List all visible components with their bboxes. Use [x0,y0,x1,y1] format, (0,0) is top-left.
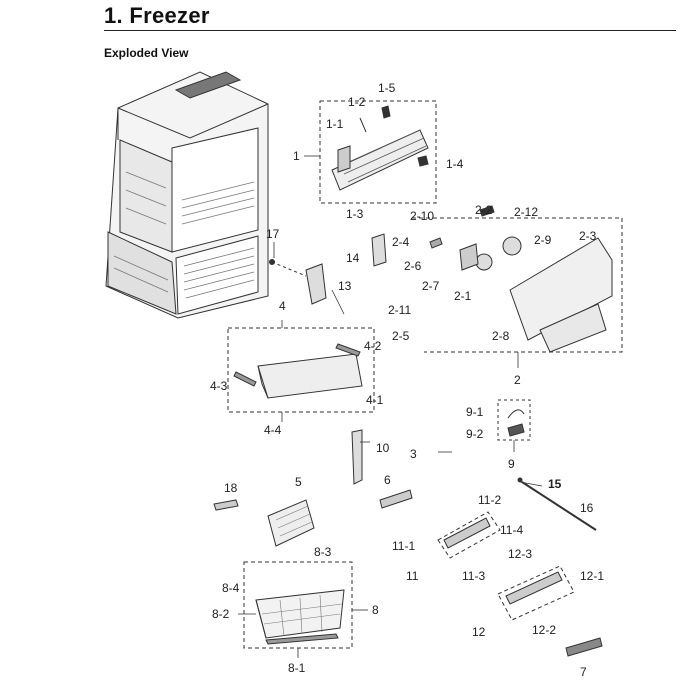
part-label: 2-11 [388,303,411,317]
part-label: 2-12 [514,205,538,219]
part-label: 5 [295,475,302,489]
part-label: 9-1 [466,405,484,419]
part-label: 8-3 [314,545,332,559]
part-label: 2-7 [422,279,440,293]
part-label: 16 [580,501,594,515]
part-label: 14 [346,251,360,265]
part-label: 8 [372,603,379,617]
part-label: 11-2 [478,493,501,507]
part-labels: 1 1-1 1-2 1-3 1-4 1-5 2 2-1 2-2 2-3 2-4 … [210,81,604,679]
part-label: 15 [548,477,562,491]
group-4-upper-drawer [227,327,375,413]
group-8-lower-basket [243,561,353,649]
part-label: 12-2 [532,623,556,637]
part-label: 12 [472,625,486,639]
part-label: 9-2 [466,427,484,441]
part-13-bracket [269,259,327,305]
part-label: 2-9 [534,233,552,247]
part-label: 1-1 [326,117,344,131]
part-label: 6 [384,473,391,487]
part-label: 7 [580,665,587,679]
part-label: 8-4 [222,581,240,595]
part-label: 18 [224,481,238,495]
part-label: 17 [266,227,280,241]
part-label: 1-3 [346,207,364,221]
part-label: 2-1 [454,289,472,303]
part-label: 8-2 [212,607,230,621]
part-label: 9 [508,457,515,471]
part-label: 11-4 [500,523,523,537]
part-label: 11 [406,569,419,583]
group-12-rail [497,565,575,621]
title-rule [104,30,676,31]
freezer-cabinet [105,71,269,319]
part-10-duct [351,429,363,485]
part-label: 2-3 [579,229,597,243]
part-5-divider [213,499,315,547]
part-label: 4-4 [264,423,282,437]
part-label: 3 [410,447,417,461]
part-label: 4-3 [210,379,228,393]
part-label: 1-4 [446,157,464,171]
part-label: 2-6 [404,259,422,273]
part-label: 4 [279,299,286,313]
group-2-fan-cover [371,205,623,353]
part-label: 2-2 [475,203,493,217]
part-label: 1-2 [348,95,366,109]
part-label: 10 [376,441,390,455]
part-label: 11-1 [392,539,415,553]
part-label: 1-5 [378,81,396,95]
part-label: 2 [514,373,521,387]
part-label: 2-4 [392,235,410,249]
section-subtitle: Exploded View [104,46,189,60]
leader-lines [238,155,543,658]
part-label: 2-10 [410,209,434,223]
group-11-rail [437,511,501,559]
part-label: 2-8 [492,329,510,343]
part-label: 11-3 [462,569,485,583]
part-label: 8-1 [288,661,306,675]
part-label: 4-1 [366,393,384,407]
part-label: 12-1 [580,569,604,583]
group-1-evaporator [319,100,437,204]
part-label: 12-3 [508,547,532,561]
part-label: 1 [293,149,300,163]
page-title: 1. Freezer [104,3,210,28]
part-6-slide [379,489,413,509]
part-label: 13 [338,279,352,293]
part-label: 4-2 [364,339,382,353]
group-9-assembly [497,399,531,441]
part-label: 2-5 [392,329,410,343]
part-7-cover [565,637,603,657]
